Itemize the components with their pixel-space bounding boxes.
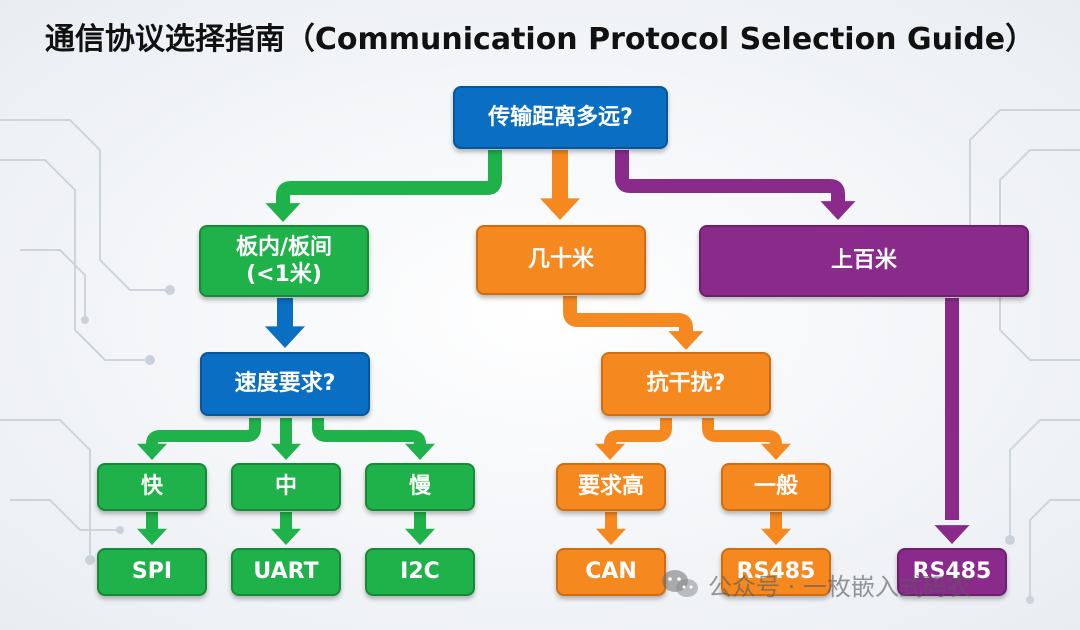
node-speed-slow: 慢 [365,463,475,511]
watermark: 公众号 · 一枚嵌入式码农 [660,566,971,602]
arrow-root-to-tens [540,150,580,220]
arrow-slow-to-i2c [405,512,435,545]
arrow-tens-to-interference [563,296,704,350]
node-speed-medium: 中 [231,463,341,511]
node-speed-question: 速度要求? [200,352,370,416]
arrow-normal-to-rs485 [761,512,791,545]
arrow-fast-to-spi [137,512,167,545]
arrow-hundreds-to-rs485 [934,298,970,544]
watermark-text: 公众号 · 一枚嵌入式码农 [708,572,971,601]
node-distance-question: 传输距离多远? [453,86,668,149]
arrow-high-to-can [596,512,626,545]
arrow-root-to-board [265,150,502,222]
arrow-medium-to-uart [271,512,301,545]
node-protocol-spi: SPI [97,548,207,596]
node-speed-fast: 快 [97,463,207,511]
wechat-icon [662,570,698,597]
node-protocol-uart: UART [231,548,341,596]
node-normal-requirement: 一般 [721,463,831,511]
arrow-interference-to-high [595,418,672,460]
node-high-requirement: 要求高 [556,463,666,511]
arrow-speed-to-medium [271,418,301,460]
arrow-speed-to-fast [137,418,261,460]
node-hundreds-of-meters: 上百米 [699,225,1029,297]
node-protocol-i2c: I2C [365,548,475,596]
page-title: 通信协议选择指南（Communication Protocol Selectio… [44,22,1036,57]
node-tens-of-meters: 几十米 [476,225,646,295]
node-protocol-can: CAN [556,548,666,596]
node-protocol-rs485-can-branch: RS485 [721,548,831,596]
arrow-interference-to-normal [702,418,791,460]
arrow-board-to-speed [265,298,305,348]
node-interference-question: 抗干扰? [601,352,771,416]
arrow-speed-to-slow [312,418,435,460]
node-protocol-rs485-long-distance: RS485 [897,548,1007,596]
node-board-level: 板内/板间 (<1米) [199,225,369,297]
arrow-root-to-hundreds [615,150,856,220]
